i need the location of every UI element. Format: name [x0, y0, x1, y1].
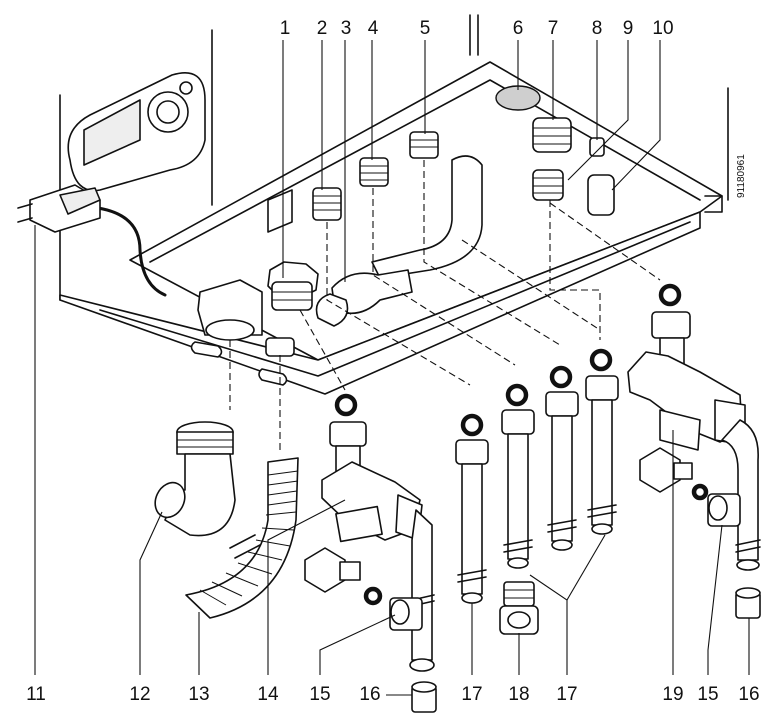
- alignment-lines: [229, 160, 661, 450]
- compression-fitting: [499, 581, 539, 635]
- control-panel: [67, 72, 206, 192]
- leader-lines: [34, 40, 750, 696]
- right-valve-assembly: [627, 283, 761, 571]
- label-3: 3: [341, 18, 352, 39]
- label-16-right: 16: [738, 684, 759, 705]
- label-8: 8: [592, 18, 603, 39]
- cap-right: [735, 587, 761, 619]
- reference-code: 91180961: [736, 154, 747, 198]
- power-plug: [17, 184, 167, 297]
- pipe-2: [501, 383, 535, 569]
- label-15-right: 15: [697, 684, 718, 705]
- corrugated-hose: [185, 457, 299, 619]
- label-19: 19: [662, 684, 683, 705]
- pipe-4: [585, 348, 619, 535]
- label-11: 11: [26, 684, 46, 705]
- label-7: 7: [548, 18, 559, 39]
- label-12: 12: [129, 684, 150, 705]
- label-17-right: 17: [556, 684, 577, 705]
- siphon-elbow: [154, 421, 236, 537]
- label-6: 6: [513, 18, 524, 39]
- label-15-left: 15: [309, 684, 330, 705]
- pipe-3: [545, 365, 579, 551]
- label-17-left: 17: [461, 684, 482, 705]
- bottom-labels: 11 12 13 14 15 16 17 18 17 19 15 16: [26, 684, 759, 705]
- plug-washer-left: [304, 547, 423, 631]
- label-5: 5: [420, 18, 431, 39]
- cap-left: [411, 681, 437, 713]
- label-2: 2: [317, 18, 328, 39]
- label-16-left: 16: [359, 684, 380, 705]
- pipe-1: [455, 413, 489, 604]
- plug-washer-right: [639, 447, 741, 527]
- label-9: 9: [623, 18, 634, 39]
- label-14: 14: [257, 684, 279, 705]
- label-1: 1: [280, 18, 291, 39]
- label-13: 13: [188, 684, 209, 705]
- label-4: 4: [368, 18, 379, 39]
- top-labels: 1 2 3 4 5 6 7 8 9 10: [280, 18, 674, 39]
- label-10: 10: [652, 18, 673, 39]
- connection-stubs: [197, 85, 615, 357]
- label-18: 18: [508, 684, 529, 705]
